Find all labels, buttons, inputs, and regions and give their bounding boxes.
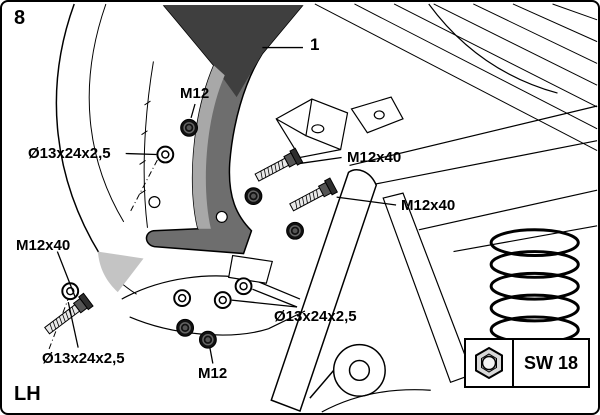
tool-size-box: SW 18 — [464, 338, 590, 388]
panel-edge-ticks — [139, 61, 154, 228]
bolt-right-lower-callout: M12x40 — [401, 197, 456, 214]
leader-line — [56, 46, 397, 364]
bracket-hole — [148, 196, 161, 209]
bolt-left-callout: M12x40 — [16, 237, 71, 254]
nut-m12-bottom-callout: M12 — [198, 365, 228, 382]
washer-bottom-left-callout: Ø13x24x2,5 — [42, 350, 125, 367]
step-number: 8 — [14, 7, 26, 29]
tool-size-label: SW 18 — [523, 352, 579, 373]
bolt-right-upper-callout: M12x40 — [347, 149, 402, 166]
bracket-hole — [215, 210, 228, 223]
hex-socket-icon — [466, 340, 514, 386]
control-arm-lines — [121, 254, 306, 336]
frame-rail-lines — [349, 3, 598, 253]
part-1-callout: 1 — [310, 35, 320, 54]
nut-m12-top-callout: M12 — [180, 85, 210, 102]
chassis-mount-block — [275, 96, 404, 159]
washer-bottom-right-callout: Ø13x24x2,5 — [274, 308, 357, 325]
mounting-bracket-part — [145, 5, 304, 255]
orientation-label: LH — [14, 383, 41, 405]
washer-icon — [61, 145, 253, 310]
hub-knuckle — [309, 343, 431, 413]
shaded-wedge — [97, 251, 144, 293]
washer-top-left-callout: Ø13x24x2,5 — [28, 145, 111, 162]
nut-icon — [176, 118, 304, 349]
assembly-axis-line — [47, 148, 164, 351]
car-underbody-hatching — [314, 3, 598, 151]
coil-spring — [489, 228, 580, 345]
